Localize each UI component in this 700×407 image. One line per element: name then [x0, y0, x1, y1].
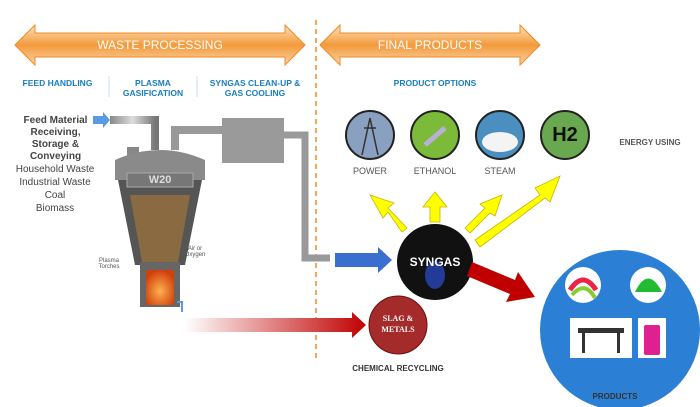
- h2-label: H2: [552, 124, 578, 146]
- slag-label: SLAG & METALS: [381, 314, 415, 334]
- plasma-torches-label: Plasma Torches: [98, 258, 120, 270]
- w20-label: W20: [148, 174, 172, 186]
- feed-item: Industrial Waste: [19, 177, 91, 188]
- slag-node: [368, 295, 428, 355]
- yellow-arrows: [369, 175, 561, 248]
- ethanol-label: ETHANOL: [413, 166, 457, 176]
- waste-processing-label: WASTE PROCESSING: [97, 38, 223, 52]
- final-products-label: FINAL PRODUCTS: [377, 38, 483, 52]
- w20-label-box: [126, 172, 194, 188]
- header-product-options: PRODUCT OPTIONS: [393, 78, 477, 88]
- power-icon: [345, 110, 395, 160]
- h2-icon: [540, 110, 590, 160]
- feed-title: Feed Material Receiving, Storage & Conve…: [23, 115, 88, 162]
- header-plasma: PLASMA GASIFICATION: [122, 78, 184, 98]
- furniture-icon: [570, 318, 632, 358]
- air-oxygen-label: Air or Oxygen: [184, 246, 206, 258]
- feed-item: Household Waste: [15, 164, 95, 175]
- slag-arrow-icon: [185, 312, 366, 338]
- syngas-label: SYNGAS: [409, 255, 461, 269]
- products-label: PRODUCTS: [592, 392, 638, 401]
- blue-arrow-icon: [335, 247, 392, 273]
- header-syngas-cleanup: SYNGAS CLEAN-UP & GAS COOLING: [209, 78, 301, 98]
- energy-using-label: ENERGY USING: [619, 138, 681, 147]
- gasifier-vessel: [115, 147, 205, 312]
- feed-item: Biomass: [35, 203, 75, 214]
- red-arrow-icon: [467, 262, 535, 302]
- chemical-recycling-label: CHEMICAL RECYCLING: [352, 364, 444, 373]
- cooling-tank: [222, 118, 284, 163]
- header-feed-handling: FEED HANDLING: [22, 78, 93, 88]
- waste-processing-banner: [14, 23, 306, 67]
- feed-item: Coal: [44, 190, 66, 201]
- final-products-banner: [319, 23, 541, 67]
- steam-label: STEAM: [484, 166, 516, 176]
- feed-items: Household Waste Industrial Waste Coal Bi…: [5, 163, 105, 215]
- feed-arrow-icon: [93, 112, 110, 128]
- power-label: POWER: [352, 166, 387, 176]
